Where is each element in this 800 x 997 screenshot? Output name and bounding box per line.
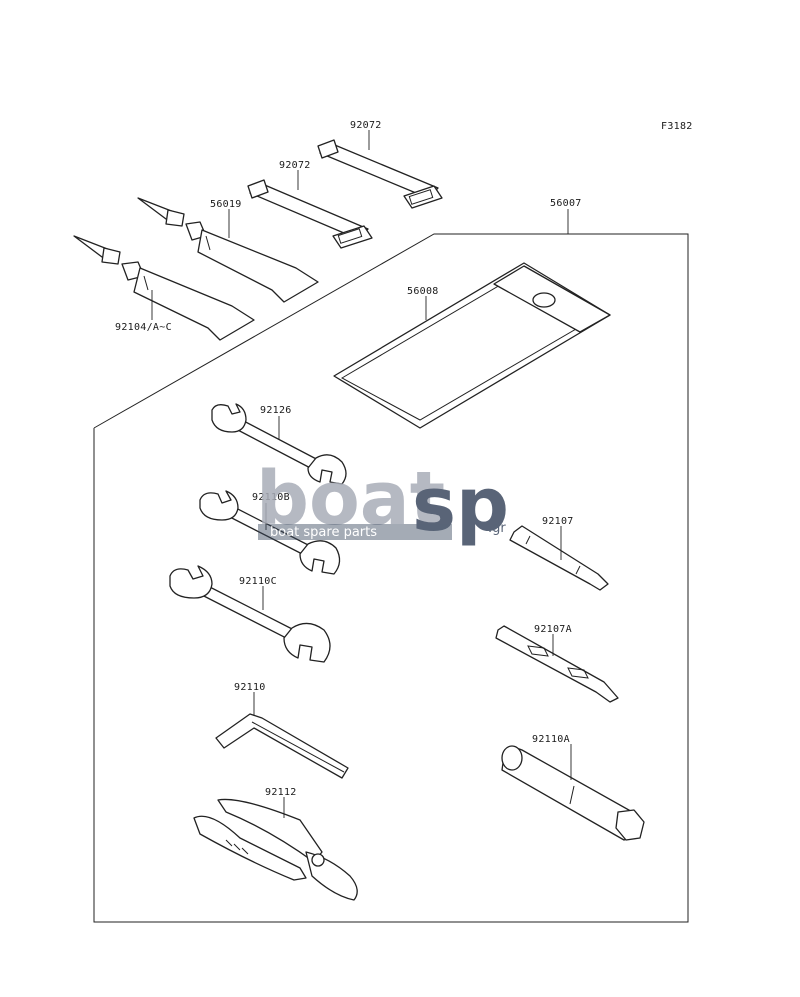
watermark-suffix: .gr [488,521,506,536]
screwdriver-92107 [509,525,609,591]
watermark-logo: boat sp .gr boat spare parts [256,456,509,548]
label-92107: 92107 [542,516,574,527]
label-56008: 56008 [407,286,439,297]
tool-pouch-56008 [333,262,611,429]
screwdriver-92107a [495,625,619,703]
label-92110: 92110 [234,682,266,693]
label-92110a: 92110A [532,734,570,745]
watermark-band [258,524,452,540]
tube-92104 [73,235,255,341]
box-spanner-92110a [501,745,645,841]
label-92104: 92104/A~C [115,322,172,333]
wrench-92126 [211,403,347,485]
label-56007: 56007 [550,198,582,209]
label-56019: 56019 [210,199,242,210]
strap-92072-mid [247,179,373,249]
hex-key-92110 [215,713,349,779]
label-92126: 92126 [260,405,292,416]
label-92107a: 92107A [534,624,572,635]
wrench-92110b [199,490,341,575]
watermark-word-sp: sp [412,462,509,548]
label-92072-mid: 92072 [279,160,311,171]
figure-code: F3182 [661,121,693,132]
strap-92072-top [317,139,443,209]
label-92110c: 92110C [239,576,277,587]
label-92110b: 92110B [252,492,290,503]
label-92072-top: 92072 [350,120,382,131]
tube-56019 [137,197,319,303]
toolkit-outline [93,233,689,923]
pliers-92112 [193,798,358,901]
watermark-tagline: boat spare parts [270,525,377,540]
label-92112: 92112 [265,787,297,798]
wrench-92110c [169,565,331,663]
watermark-word-boat: boat [256,456,445,542]
